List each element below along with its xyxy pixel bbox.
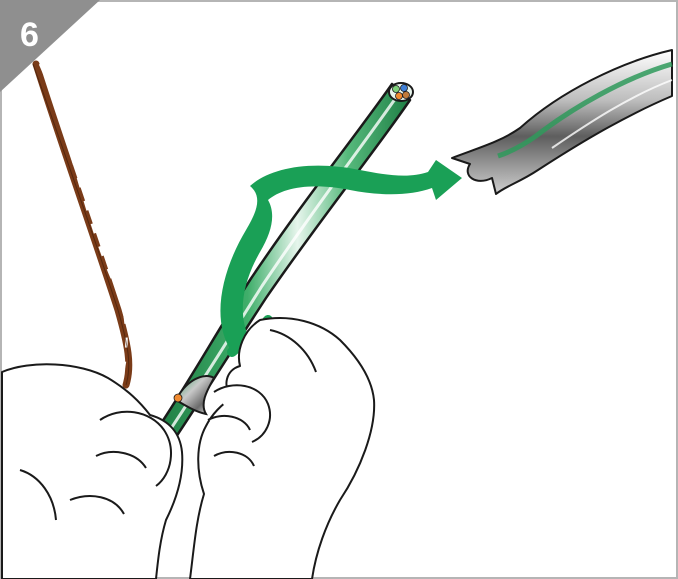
step-number: 6 bbox=[20, 16, 39, 54]
